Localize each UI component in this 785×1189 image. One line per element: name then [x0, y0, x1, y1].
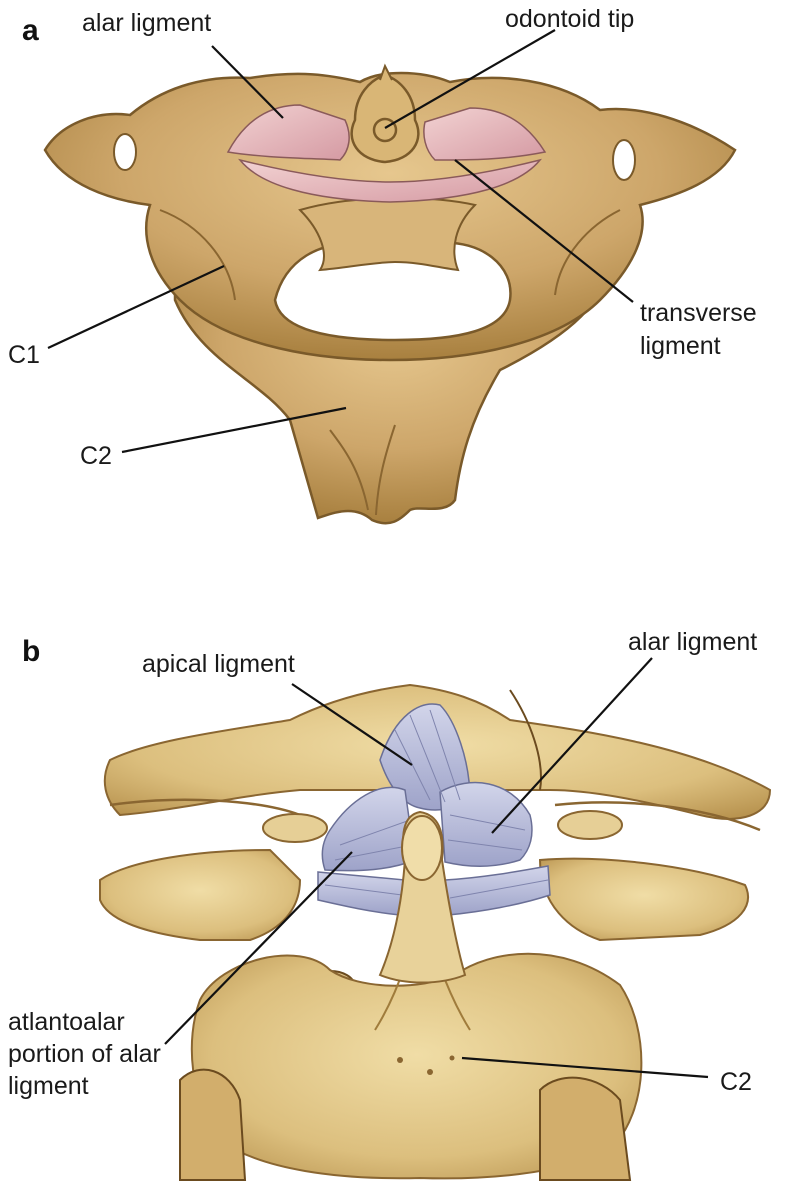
panel-b-leader-lines: [164, 657, 709, 1079]
panel-b-drawing: [99, 683, 772, 1181]
c1-right-b: [538, 857, 749, 942]
panel-letter-b: b: [22, 635, 41, 668]
leader-atlantoalar-b: [164, 851, 353, 1045]
label-apical-ligament: apical ligment: [142, 650, 295, 678]
odontoid-process: [350, 63, 420, 164]
alar-ligament-left-b: [321, 786, 416, 872]
label-transverse-ligament-line2: ligment: [640, 332, 721, 360]
leader-alar-a: [211, 45, 284, 119]
leader-odontoid-a: [384, 29, 556, 129]
alar-ligament-right-a: [423, 107, 547, 161]
label-alar-ligament-b: alar ligment: [628, 628, 758, 656]
dens-b: [378, 810, 467, 984]
label-transverse-ligament-line1: transverse: [640, 299, 757, 327]
label-alar-ligament-a: alar ligment: [82, 9, 212, 37]
leader-alar-b: [491, 657, 653, 834]
label-c2-a: C2: [80, 442, 112, 470]
panel-a-drawing: [43, 63, 737, 525]
panel-letter-a: a: [22, 14, 39, 47]
label-atlantoalar-line1: atlantoalar: [8, 1008, 125, 1036]
c1-left-b: [99, 848, 302, 941]
leader-c2-a: [121, 406, 347, 454]
label-c1-a: C1: [8, 341, 40, 369]
label-atlantoalar-line3: ligment: [8, 1072, 89, 1100]
leader-transverse-a: [454, 159, 634, 303]
label-atlantoalar-line2: portion of alar: [8, 1040, 161, 1068]
transverse-ligament-a: [238, 158, 542, 203]
leader-c1-a: [47, 265, 225, 349]
alar-ligament-right-b: [439, 781, 533, 868]
leader-c2-b: [461, 1056, 709, 1079]
leader-apical-b: [291, 683, 413, 766]
atlantoalar-portion-right-b: [444, 865, 551, 916]
panel-a-leader-lines: [47, 29, 634, 454]
label-c2-b: C2: [720, 1068, 752, 1096]
alar-ligament-left-a: [226, 104, 350, 161]
label-odontoid-tip: odontoid tip: [505, 5, 635, 33]
